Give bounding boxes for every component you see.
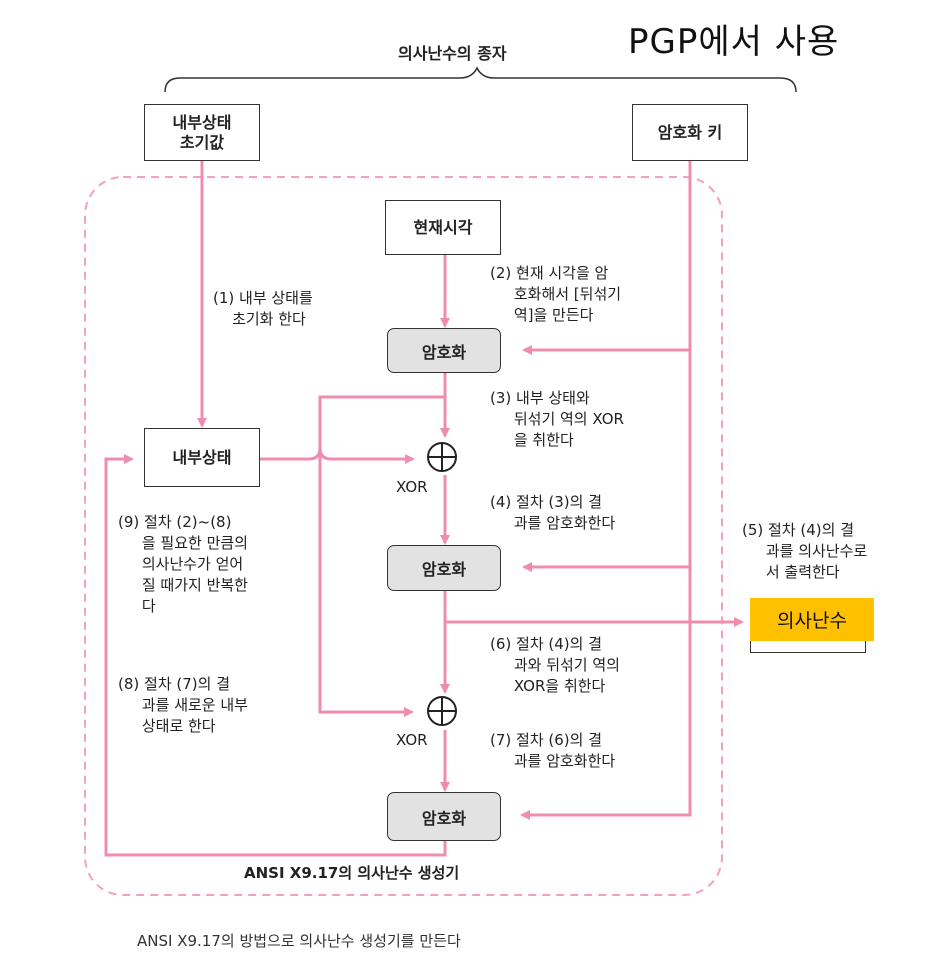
- generator-boundary: [84, 176, 723, 896]
- encrypt-box-1: 암호화: [387, 328, 501, 373]
- encrypt-box-2: 암호화: [387, 545, 501, 591]
- internal-init-label: 내부상태 초기값: [172, 112, 232, 152]
- encrypt-box-3: 암호화: [387, 792, 501, 841]
- random-output-label: 의사난수: [777, 610, 847, 632]
- seed-brace: [164, 66, 797, 93]
- step-6: (6) 절차 (4)의 결 과와 뒤섞기 역의 XOR을 취한다: [490, 635, 620, 695]
- key-label: 암호화 키: [657, 122, 723, 142]
- title-pgp: PGP에서 사용: [628, 22, 840, 62]
- time-label: 현재시각: [413, 217, 473, 237]
- encrypt-label-1: 암호화: [421, 342, 467, 362]
- xor-symbol-2: [427, 696, 457, 726]
- step-9: (9) 절차 (2)~(8) 을 필요한 만큼의 의사난수가 얻어 질 때가지 …: [118, 513, 248, 615]
- xor-label-1: XOR: [396, 478, 428, 496]
- encrypt-label-2: 암호화: [421, 560, 467, 579]
- time-box: 현재시각: [385, 200, 501, 255]
- state-box: 내부상태: [144, 428, 260, 487]
- step-2: (2) 현재 시각을 암 호화해서 [뒤섞기 역]을 만든다: [490, 264, 622, 324]
- step-3: (3) 내부 상태와 뒤섞기 역의 XOR 을 취한다: [490, 389, 624, 449]
- generator-label: ANSI X9.17의 의사난수 생성기: [240, 862, 464, 883]
- state-label: 내부상태: [172, 447, 232, 467]
- figure-caption: ANSI X9.17의 방법으로 의사난수 생성기를 만든다: [137, 932, 461, 950]
- encrypt-label-3: 암호화: [421, 808, 467, 828]
- xor-symbol-1: [427, 442, 457, 472]
- step-1: (1) 내부 상태를 초기화 한다: [213, 289, 313, 328]
- xor-label-2: XOR: [396, 731, 428, 749]
- seed-label: 의사난수의 종자: [398, 44, 507, 63]
- random-output-box: 의사난수: [750, 598, 874, 653]
- random-output-highlight: 의사난수: [750, 598, 874, 641]
- internal-init-box: 내부상태 초기값: [144, 104, 260, 161]
- key-box: 암호화 키: [632, 104, 748, 161]
- step-8: (8) 절차 (7)의 결 과를 새로운 내부 상태로 한다: [118, 675, 248, 735]
- step-5: (5) 절차 (4)의 결 과를 의사난수로 서 출력한다: [742, 521, 868, 581]
- step-7: (7) 절차 (6)의 결 과를 암호화한다: [490, 731, 616, 770]
- step-4: (4) 절차 (3)의 결 과를 암호화한다: [490, 493, 616, 532]
